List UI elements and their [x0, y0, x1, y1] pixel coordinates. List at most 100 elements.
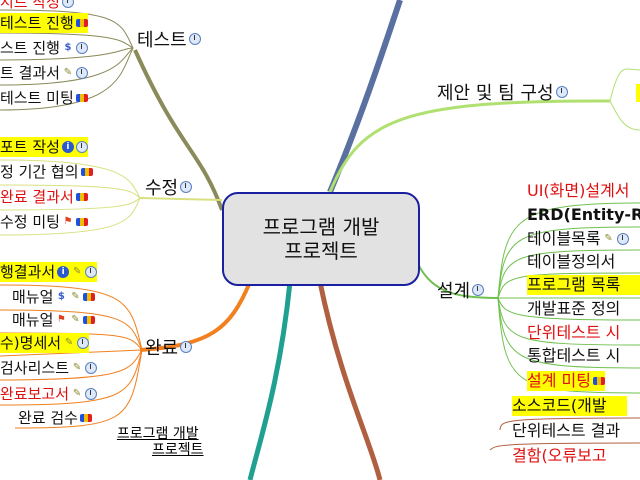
branch-design-label: 설계: [437, 281, 471, 302]
topic-label: 결함(오류보고: [512, 446, 607, 465]
clock-icon: [75, 67, 88, 79]
floating-topic[interactable]: 프로그램 개발 프로젝트: [112, 426, 204, 458]
topic-label: 프로그램 목록: [527, 275, 621, 294]
clock-icon: [75, 42, 88, 54]
cubes-icon: [75, 94, 88, 102]
topic-label: 행결과서: [0, 263, 56, 281]
topic-item[interactable]: 통합테스트 시: [527, 346, 620, 366]
topic-label: 수)명세서: [0, 334, 62, 352]
clock-icon: [85, 388, 98, 400]
topic-item[interactable]: 시트 작성: [0, 0, 74, 12]
memo-icon: ✎: [64, 337, 74, 348]
central-topic-line1: 프로그램 개발: [262, 215, 380, 239]
topic-item[interactable]: 소스코드(개발: [512, 396, 627, 416]
topic-item[interactable]: 매뉴얼⚑✎: [12, 310, 96, 330]
topic-label: 단위테스트 시: [527, 323, 621, 342]
branch-fix-label: 수정: [145, 178, 179, 199]
topic-item[interactable]: 완료 검수: [18, 408, 92, 428]
branch-test-label: 테스트: [137, 30, 187, 51]
topic-label: 매뉴얼: [12, 288, 54, 306]
cubes-icon: [80, 168, 93, 176]
memo-icon: ✎: [71, 314, 80, 325]
topic-item[interactable]: 스트 진행 $: [0, 38, 88, 58]
branch-design[interactable]: 설계: [437, 277, 485, 303]
clock-icon: [85, 362, 98, 374]
topic-item[interactable]: 결함(오류보고: [512, 446, 607, 466]
central-topic[interactable]: 프로그램 개발 프로젝트: [222, 192, 420, 286]
topic-item[interactable]: 테스트 미팅: [0, 88, 88, 108]
topic-label: 개발표준 정의: [527, 299, 621, 318]
info-icon: i: [57, 266, 70, 278]
topic-item[interactable]: 개발표준 정의: [527, 299, 620, 319]
memo-icon: ✎: [73, 266, 82, 277]
memo-icon: ✎: [71, 291, 80, 302]
dollar-icon: $: [57, 291, 65, 302]
topic-label: 정 기간 협의: [0, 163, 79, 181]
topic-item[interactable]: 테스트 진행: [0, 13, 88, 33]
topic-item[interactable]: 설계 미팅: [527, 371, 605, 391]
clock-icon: [188, 33, 201, 45]
topic-item[interactable]: UI(화면)설계서: [527, 181, 630, 201]
memo-icon: ✎: [72, 362, 82, 373]
topic-label: 완료 검수: [18, 409, 78, 427]
cubes-icon: [79, 414, 92, 422]
memo-icon: ✎: [72, 388, 82, 399]
topic-label: UI(화면)설계서: [527, 181, 630, 200]
topic-label: 통합테스트 시: [527, 346, 621, 365]
branch-proposal[interactable]: 제안 및 팀 구성: [437, 79, 568, 105]
topic-label: 테이블목록: [527, 229, 601, 248]
cubes-icon: [592, 377, 605, 385]
topic-item[interactable]: 수)명세서✎: [0, 333, 90, 353]
topic-label: 트 결과서: [0, 64, 60, 82]
clock-icon: [472, 284, 485, 296]
memo-icon: ✎: [604, 233, 613, 244]
cubes-icon: [75, 19, 88, 27]
topic-item[interactable]: 단위테스트 시: [527, 323, 620, 343]
topic-item[interactable]: ERD(Entity-R: [527, 205, 640, 225]
branch-fix[interactable]: 수정: [145, 174, 193, 200]
highlighted-topic-edge: [636, 84, 640, 102]
topic-label: 스트 진행: [0, 39, 60, 57]
topic-item[interactable]: 단위테스트 결과: [512, 421, 620, 441]
topic-item[interactable]: 테이블정의서: [527, 252, 615, 272]
topic-item[interactable]: 수정 미팅⚑: [0, 212, 88, 232]
floating-topic-line1: 프로그램 개발: [116, 426, 199, 442]
clock-icon: [180, 181, 193, 193]
info-icon: i: [61, 141, 74, 153]
floating-topic-line2: 프로젝트: [152, 442, 204, 458]
cubes-icon: [75, 218, 88, 226]
branch-done[interactable]: 완료: [145, 334, 193, 360]
topic-label: 완료 결과서: [0, 188, 74, 206]
topic-item[interactable]: 트 결과서✎: [0, 63, 88, 83]
topic-item[interactable]: 테이블목록✎: [527, 229, 629, 249]
clock-icon: [85, 266, 98, 278]
topic-label: ERD(Entity-R: [527, 205, 640, 224]
topic-label: 소스코드(개발: [512, 396, 607, 415]
clock-icon: [61, 0, 74, 8]
clock-icon: [180, 341, 193, 353]
topic-label: 테스트 미팅: [0, 89, 74, 107]
topic-item[interactable]: 검사리스트✎: [0, 358, 98, 378]
clock-icon: [555, 86, 568, 98]
dollar-icon: $: [64, 42, 72, 53]
topic-item[interactable]: 정 기간 협의: [0, 162, 93, 182]
topic-label: 검사리스트: [0, 359, 70, 377]
topic-item[interactable]: 완료 결과서: [0, 187, 88, 207]
topic-label: 완료보고서: [0, 385, 70, 403]
branch-test[interactable]: 테스트: [137, 26, 201, 52]
clock-icon: [616, 233, 629, 245]
cubes-icon: [75, 193, 88, 201]
topic-item[interactable]: 프로그램 목록: [527, 275, 640, 295]
topic-label: 시트 작성: [0, 0, 60, 11]
topic-label: 테스트 진행: [0, 14, 74, 32]
cubes-icon: [83, 316, 96, 324]
topic-item[interactable]: 완료보고서✎: [0, 384, 98, 404]
branch-proposal-label: 제안 및 팀 구성: [437, 83, 554, 104]
memo-icon: ✎: [63, 67, 73, 78]
clock-icon: [75, 141, 88, 153]
topic-label: 설계 미팅: [527, 371, 591, 390]
topic-item[interactable]: 매뉴얼$ ✎: [12, 287, 96, 307]
clock-icon: [77, 337, 90, 349]
